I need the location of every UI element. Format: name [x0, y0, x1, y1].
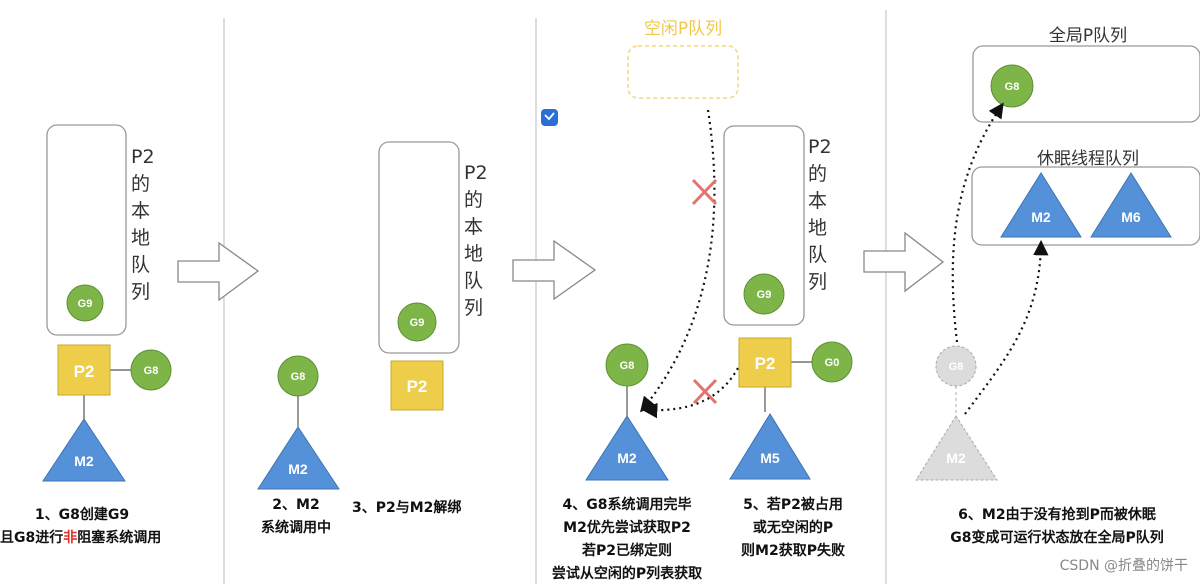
queue-label-char: P2: [131, 146, 155, 168]
goroutine-label: G9: [78, 298, 93, 310]
stage5: P2 的 本 地 队 列 G9 P2 G0 M5 5、若P2被占用 或无空闲的P…: [723, 125, 853, 559]
queue-label-char: 地: [808, 217, 827, 239]
queue-label-char: 本: [131, 200, 150, 222]
flow-arrow-icon: [863, 231, 945, 293]
goroutine-g8: [990, 64, 1034, 108]
goroutine-g0: [811, 341, 853, 383]
stage5-caption: 或无空闲的P: [753, 519, 833, 536]
processor-label: P2: [407, 377, 428, 396]
queue-label-char: 队: [131, 254, 150, 276]
goroutine-label: G8: [949, 361, 964, 373]
machine-label: M2: [946, 450, 966, 466]
stage1-caption: 且G8进行非阻塞系统调用: [0, 529, 161, 546]
fail-cross-icon: [692, 378, 718, 405]
machine-label: M6: [1121, 209, 1141, 225]
machine-label: M2: [74, 453, 94, 469]
stage3-caption: 3、P2与M2解绑: [352, 499, 461, 516]
queue-label-char: 本: [808, 190, 827, 212]
goroutine-label: G9: [410, 317, 425, 329]
queue-label-char: 列: [131, 281, 150, 303]
dotted-arrow: [951, 102, 1004, 343]
processor-p2: [57, 344, 111, 396]
stage4-caption: 若P2已绑定则: [581, 542, 672, 559]
queue-label-char: 队: [808, 244, 827, 266]
stage6-caption: G8变成可运行状态放在全局P队列: [950, 529, 1164, 546]
machine-label: M2: [1031, 209, 1051, 225]
stage5-caption: 5、若P2被占用: [743, 496, 843, 513]
app-icon: [541, 109, 558, 126]
machine-label: M5: [760, 450, 780, 466]
goroutine-g9: [743, 273, 785, 315]
stage4-caption: 4、G8系统调用完毕: [563, 496, 692, 513]
queue-label-char: 本: [464, 216, 483, 238]
machine-m2: [585, 415, 669, 481]
idle-p-queue: [627, 45, 739, 99]
queue-label-char: P2: [808, 136, 832, 158]
goroutine-label: G9: [757, 289, 772, 301]
processor-label: P2: [755, 354, 776, 373]
p2-local-queue: [723, 125, 805, 326]
processor-label: P2: [74, 362, 95, 381]
goroutine-g9: [66, 284, 104, 322]
flow-arrow-icon: [512, 239, 597, 301]
stage4-caption: 尝试从空闲的P列表获取: [552, 565, 703, 582]
queue-label-char: 的: [808, 163, 827, 185]
dotted-arrow: [964, 239, 1049, 415]
goroutine-g8: [605, 343, 649, 387]
machine-m6: [1090, 172, 1172, 238]
queue-label-char: 地: [464, 243, 483, 265]
machine-m2: [42, 418, 126, 482]
processor-p2: [390, 360, 444, 411]
machine-label: M2: [288, 461, 308, 477]
stage1: P2 的 本 地 队 列 G9 P2 G8 M2 1、G8创建G9 且G8进行非…: [0, 124, 172, 546]
stage6-caption: 6、M2由于没有抢到P而被休眠: [958, 506, 1156, 523]
goroutine-g8: [130, 349, 172, 391]
queue-label-char: 地: [131, 227, 150, 249]
queue-label-char: 列: [464, 297, 483, 319]
machine-m2-ghost: [915, 415, 998, 481]
queue-label-char: P2: [464, 162, 488, 184]
queue-label-char: 队: [464, 270, 483, 292]
stage3: P2 的 本 地 队 列 G9 P2 3、P2与M2解绑: [352, 141, 488, 516]
fail-cross-icon: [691, 178, 718, 206]
global-p-queue: [972, 45, 1200, 123]
caption-part: 阻塞系统调用: [77, 529, 161, 546]
stage4: 空闲P队列 G8 M2 4、G8系统调用完毕 M2优先尝试获取P2 若P2已绑定…: [552, 19, 739, 582]
stage2-caption: 系统调用中: [261, 519, 331, 536]
sleep-thread-queue-title: 休眠线程队列: [1037, 149, 1139, 169]
stage5-caption: 则M2获取P失败: [741, 542, 846, 559]
p2-local-queue: [46, 124, 127, 336]
watermark: CSDN @折叠的饼干: [1060, 558, 1188, 574]
goroutine-g9: [397, 302, 437, 342]
caption-highlight: 非: [63, 529, 77, 546]
stage2: G8 M2 2、M2 系统调用中: [257, 355, 340, 536]
queue-label-char: 列: [808, 271, 827, 293]
p2-local-queue: [378, 141, 460, 354]
flow-arrow-icon: [177, 241, 260, 302]
caption-part: 且G8进行: [0, 529, 63, 546]
goroutine-label: G8: [291, 371, 306, 383]
machine-m2: [1000, 172, 1082, 238]
machine-m2: [257, 426, 340, 490]
goroutine-g8-ghost: [935, 345, 977, 387]
processor-p2: [738, 337, 792, 388]
goroutine-g8: [277, 355, 319, 397]
stage1-caption: 1、G8创建G9: [35, 506, 129, 523]
global-p-queue-title: 全局P队列: [1049, 26, 1127, 46]
goroutine-label: G0: [825, 357, 840, 369]
machine-label: M2: [617, 450, 637, 466]
goroutine-label: G8: [144, 365, 159, 377]
stage2-caption: 2、M2: [272, 497, 319, 513]
idle-p-queue-title: 空闲P队列: [644, 19, 722, 39]
queue-label-char: 的: [131, 173, 150, 195]
queue-label-char: 的: [464, 189, 483, 211]
stage4-caption: M2优先尝试获取P2: [563, 519, 691, 536]
goroutine-label: G8: [1005, 81, 1020, 93]
machine-m5: [729, 413, 811, 480]
dotted-arrow: [640, 109, 716, 413]
stage6: 全局P队列 G8 休眠线程队列 M2 M6 G8 M2 6、M2由于没有抢到P而…: [915, 26, 1200, 546]
goroutine-label: G8: [620, 360, 635, 372]
